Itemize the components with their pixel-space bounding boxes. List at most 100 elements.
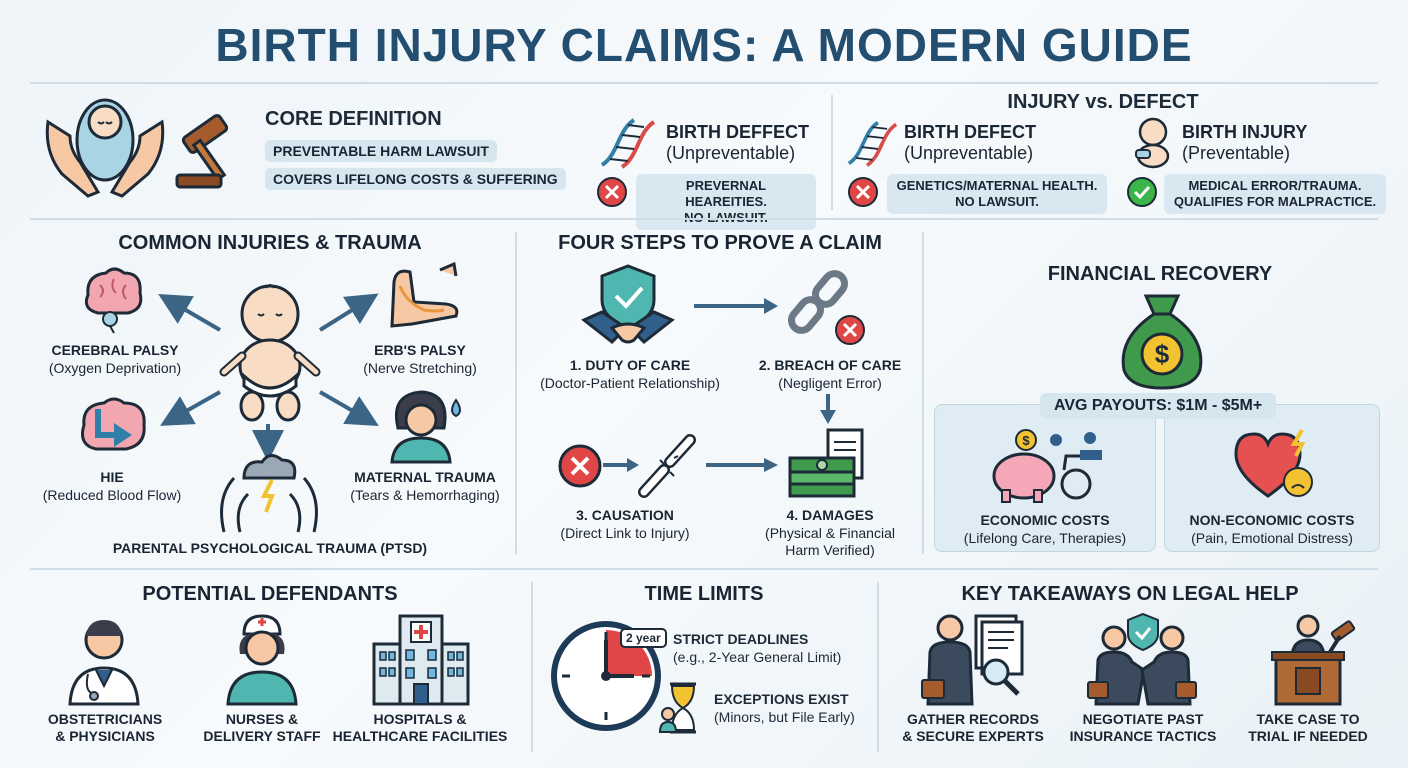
core-pill-preventable: PREVENTABLE HARM LAWSUIT (265, 140, 497, 162)
defendant-1-line2: & PHYSICIANS (55, 728, 155, 744)
handshake-shield-icon (581, 264, 675, 345)
defect-left-subtitle: (Unpreventable) (666, 143, 796, 163)
versus-defect-title: BIRTH DEFECT (904, 122, 1036, 142)
injuries-heading: COMMON INJURIES & TRAUMA (118, 232, 422, 254)
cash-receipt-icon (788, 428, 864, 498)
legal-2: NEGOTIATE PAST INSURANCE TACTICS (1063, 711, 1223, 745)
legal-1-line2: & SECURE EXPERTS (902, 728, 1044, 744)
core-definition-heading: CORE DEFINITION (265, 108, 442, 130)
defendant-3-line1: HOSPITALS & (373, 711, 467, 727)
arrows (158, 293, 379, 462)
divider (922, 232, 924, 554)
divider (30, 568, 1378, 570)
hospital-icon (372, 614, 470, 706)
divider (515, 232, 517, 554)
defendant-1: OBSTETRICIANS & PHYSICIANS (30, 711, 180, 745)
versus-defect-subtitle: (Unpreventable) (904, 143, 1034, 163)
arrow-right (694, 298, 778, 314)
piggy-bank-icon: $ (992, 429, 1102, 503)
time-tag: 2 year (620, 628, 667, 648)
step-1-detail: (Doctor-Patient Relationship) (540, 375, 720, 391)
broken-bone-icon (638, 434, 696, 498)
step-3-detail: (Direct Link to Injury) (560, 525, 690, 541)
lawyer-records-icon (921, 614, 1024, 706)
defendants-heading: POTENTIAL DEFENDANTS (142, 583, 398, 605)
hourglass-person-icon (658, 682, 696, 734)
time-exceptions-name: EXCEPTIONS EXIST (714, 691, 849, 707)
injury-cp-detail: (Oxygen Deprivation) (48, 360, 182, 376)
step-2-name: 2. BREACH OF CARE (758, 357, 902, 373)
step-4-name: 4. DAMAGES (786, 507, 874, 523)
courtroom-icon (1271, 614, 1356, 706)
step-2-detail: (Negligent Error) (778, 375, 882, 391)
defendant-1-line1: OBSTETRICIANS (47, 711, 163, 727)
legal-1-line1: GATHER RECORDS (907, 711, 1039, 727)
injury-maternal-detail: (Tears & Hemorrhaging) (350, 487, 500, 503)
time-heading: TIME LIMITS (644, 583, 764, 605)
noneconomic-detail: (Pain, Emotional Distress) (1191, 530, 1353, 546)
nurse-icon (226, 614, 298, 706)
step-4-detail-line2: Harm Verified) (785, 542, 875, 558)
legal-3: TAKE CASE TO TRIAL IF NEEDED (1240, 711, 1376, 745)
defendant-2-line2: DELIVERY STAFF (203, 728, 321, 744)
steps-heading: FOUR STEPS TO PROVE A CLAIM (558, 232, 882, 254)
versus-injury-title: BIRTH INJURY (1182, 122, 1308, 142)
money-bag-dollar: $ (1155, 339, 1170, 369)
brain-icon (84, 267, 143, 334)
arrow-right (603, 458, 639, 472)
baby-icon (219, 284, 321, 422)
payout-badge: AVG PAYOUTS: $1M - $5M+ (1040, 393, 1277, 419)
injury-hie-detail: (Reduced Blood Flow) (42, 487, 182, 503)
defendant-3: HOSPITALS & HEALTHCARE FACILITIES (330, 711, 510, 745)
legal-1: GATHER RECORDS & SECURE EXPERTS (893, 711, 1053, 745)
step-4-detail-line1: (Physical & Financial (765, 525, 895, 541)
versus-injury-note: MEDICAL ERROR/TRAUMA. QUALIFIES FOR MALP… (1164, 174, 1386, 214)
injury-maternal-name: MATERNAL TRAUMA (354, 469, 496, 485)
divider (877, 582, 879, 752)
brain-icon (81, 397, 146, 451)
versus-injury-note-line1: MEDICAL ERROR/TRAUMA. (1188, 178, 1362, 193)
step-1-name: 1. DUTY OF CARE (569, 357, 691, 373)
x-icon (848, 177, 878, 207)
divider (30, 218, 1378, 220)
baby-icon (1135, 117, 1170, 169)
hands-baby-icon (45, 98, 165, 198)
divider (531, 582, 533, 752)
versus-injury-subtitle: (Preventable) (1182, 143, 1291, 163)
economic-detail: (Lifelong Care, Therapies) (963, 530, 1127, 546)
x-icon (597, 177, 627, 207)
injury-erb-name: ERB'S PALSY (374, 342, 466, 358)
injury-ptsd: PARENTAL PSYCHOLOGICAL TRAUMA (PTSD) (112, 540, 428, 556)
legal-2-line1: NEGOTIATE PAST (1082, 711, 1204, 727)
noneconomic-name: NON-ECONOMIC COSTS (1189, 512, 1355, 528)
divider (831, 95, 833, 210)
arm-icon (390, 261, 459, 328)
versus-defect-note-line2: NO LAWSUIT. (955, 194, 1039, 209)
versus-injury-note-line2: QUALIFIES FOR MALPRACTICE. (1173, 194, 1377, 209)
coin-dollar: $ (1022, 433, 1030, 448)
arrow-right (706, 458, 778, 472)
gavel-icon (175, 114, 229, 189)
core-pill-lifelong: COVERS LIFELONG COSTS & SUFFERING (265, 168, 566, 190)
defect-left-note-line1: PREVERNAL HEAREITIES. (685, 178, 767, 209)
defect-left-note-line2: NO LAWSUIT. (644, 210, 808, 226)
broken-heart-icon (1234, 429, 1313, 498)
mother-icon (390, 390, 461, 464)
versus-defect-note-line1: GENETICS/MATERNAL HEALTH. (896, 178, 1098, 193)
time-exceptions-detail: (Minors, but File Early) (714, 709, 855, 725)
x-icon (558, 444, 602, 488)
versus-defect-note: GENETICS/MATERNAL HEALTH. NO LAWSUIT. (887, 174, 1107, 214)
negotiation-icon (1087, 612, 1197, 706)
step-4-detail: (Physical & Financial Harm Verified) (740, 525, 920, 559)
defendant-2-line1: NURSES & (225, 711, 299, 727)
check-icon (1127, 177, 1157, 207)
defect-left-note: PREVERNAL HEAREITIES. NO LAWSUIT. (636, 174, 816, 230)
legal-heading: KEY TAKEAWAYS ON LEGAL HELP (961, 583, 1299, 605)
money-bag-icon: $ (1121, 294, 1203, 390)
time-deadline-name: STRICT DEADLINES (673, 631, 809, 647)
page-title: BIRTH INJURY CLAIMS: A MODERN GUIDE (215, 19, 1193, 71)
legal-2-line2: INSURANCE TACTICS (1069, 728, 1217, 744)
broken-chain-icon (788, 270, 865, 345)
defect-left-title: BIRTH DEFFECT (666, 122, 809, 142)
time-deadline-detail: (e.g., 2-Year General Limit) (673, 649, 842, 665)
